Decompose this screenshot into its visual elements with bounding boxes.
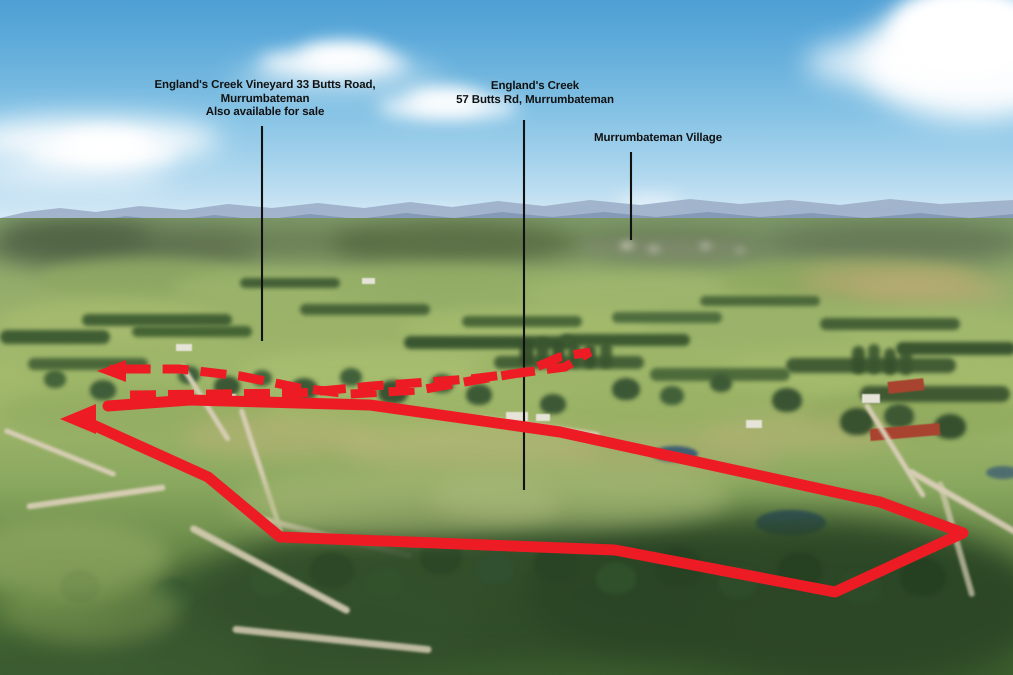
landscape bbox=[0, 218, 1013, 675]
label-murrumbateman-village: Murrumbateman Village bbox=[593, 132, 723, 144]
label-vineyard: England's Creek Vineyard 33 Butts Road, … bbox=[154, 79, 376, 118]
mountain-ranges bbox=[0, 0, 1013, 250]
sky bbox=[0, 0, 1013, 232]
label-englands-creek: England's Creek 57 Butts Rd, Murrumbatem… bbox=[456, 80, 614, 106]
